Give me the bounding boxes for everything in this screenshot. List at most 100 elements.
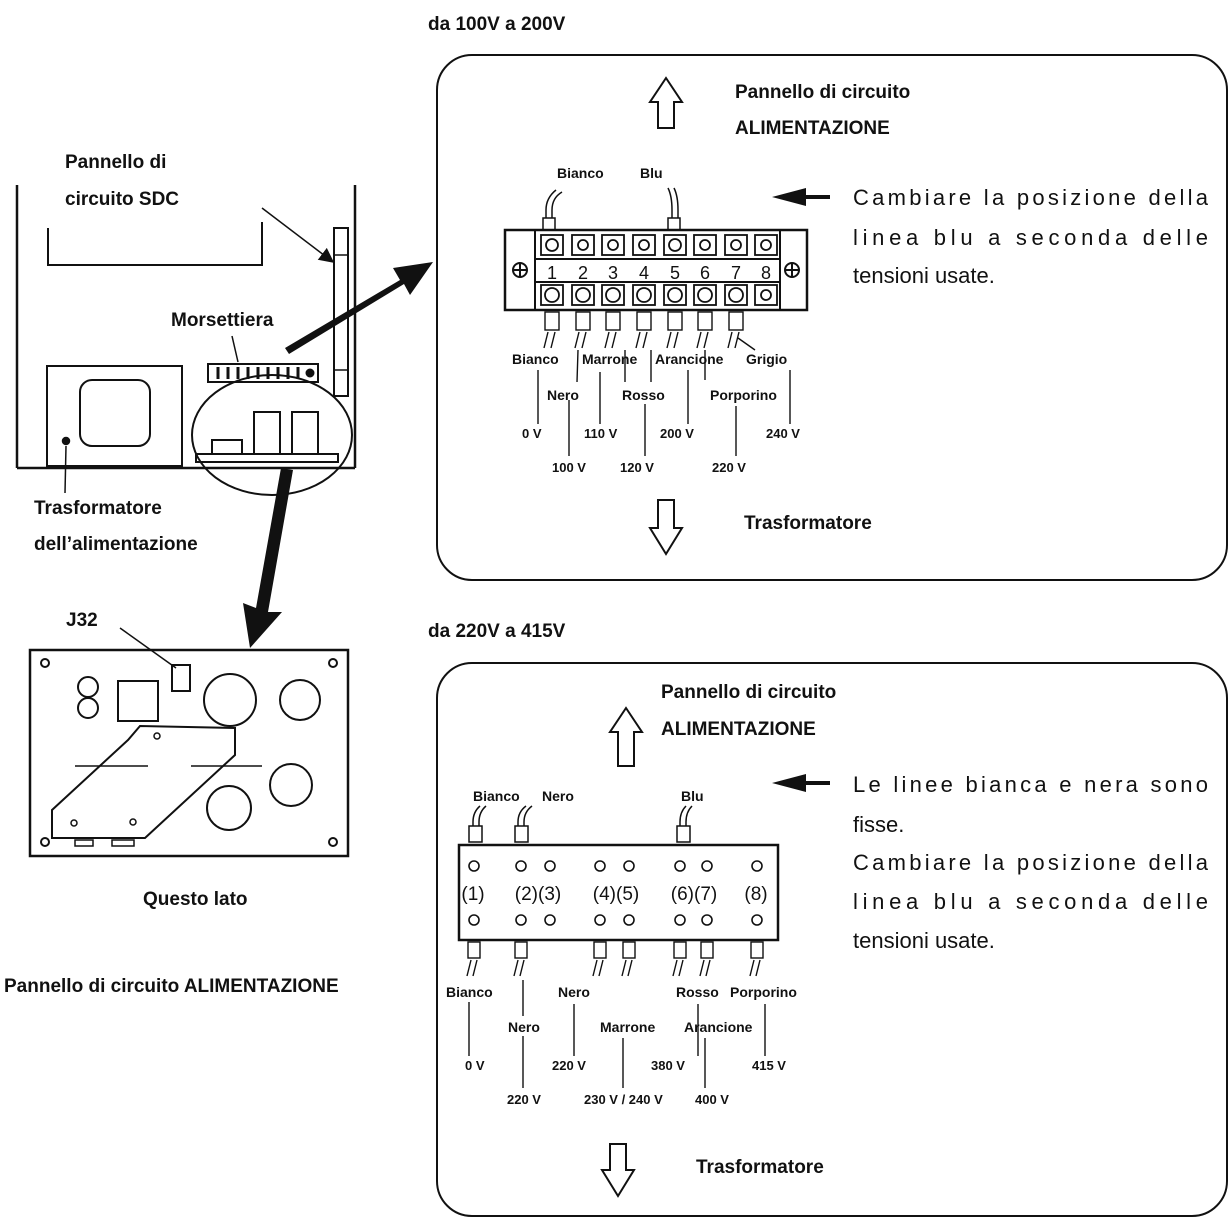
bottom-color-bianco: Bianco: [446, 984, 493, 1000]
power-board-detail: [28, 648, 350, 858]
top-color-grigio: Grigio: [746, 351, 787, 367]
bottom-num-8: (8): [744, 884, 767, 905]
top-num-6: 6: [700, 263, 710, 283]
top-panel-heading: da 100V a 200V: [428, 14, 566, 35]
transformer-label-2: dell’alimentazione: [34, 534, 198, 555]
top-note-line1: Cambiare la posizione della: [853, 185, 1209, 210]
bottom-outgoing-wires: [466, 941, 766, 1088]
bottom-color-porporino: Porporino: [730, 984, 797, 1000]
sdc-leader-line: [261, 207, 335, 263]
terminal-block-label: Morsettiera: [171, 310, 274, 331]
bottom-top-wire-blu: Blu: [681, 788, 704, 804]
bottom-color-marrone: Marrone: [600, 1019, 655, 1035]
top-num-1: 1: [547, 263, 557, 283]
bottom-board-line2: ALIMENTAZIONE: [661, 719, 816, 740]
bottom-terminal-block: [457, 843, 780, 942]
bottom-color-rosso: Rosso: [676, 984, 719, 1000]
power-board-caption: Pannello di circuito ALIMENTAZIONE: [4, 976, 339, 997]
top-volt-200: 200 V: [660, 426, 694, 441]
this-side-label: Questo lato: [143, 889, 248, 910]
bottom-panel-frame: [436, 662, 1228, 1217]
bottom-note-line5: tensioni usate.: [853, 928, 995, 953]
bottom-top-wire-nero: Nero: [542, 788, 574, 804]
top-note-arrow: [772, 188, 830, 206]
top-board-line2: ALIMENTAZIONE: [735, 118, 890, 139]
top-note-line2: linea blu a seconda delle: [853, 225, 1208, 250]
arrow-to-top-panel: [285, 262, 433, 354]
top-wire-bianco: Bianco: [557, 165, 604, 181]
top-num-7: 7: [731, 263, 741, 283]
top-note-line3: tensioni usate.: [853, 263, 995, 288]
sdc-label-2: circuito SDC: [65, 189, 179, 210]
top-board-line1: Pannello di circuito: [735, 82, 910, 103]
bottom-incoming-wires: [468, 805, 693, 843]
top-color-marrone: Marrone: [582, 351, 637, 367]
bottom-terminal-numbers: (1) (2)(3) (4)(5) (6)(7) (8): [461, 884, 767, 905]
bottom-volt-230-240: 230 V / 240 V: [584, 1092, 663, 1107]
transformer-label-1: Trasformatore: [34, 498, 162, 519]
top-terminal-screws: [540, 234, 778, 306]
j32-label: J32: [66, 610, 98, 631]
sdc-label-1: Pannello di: [65, 152, 166, 173]
terminal-strip-ticks: [216, 367, 315, 379]
top-incoming-wires: [542, 187, 681, 233]
top-volt-0: 0 V: [522, 426, 542, 441]
top-color-nero: Nero: [547, 387, 579, 403]
top-wire-labels: Bianco Nero Marrone Rosso Arancione Porp…: [512, 351, 800, 475]
bottom-top-wire-bianco: Bianco: [473, 788, 520, 804]
bottom-note-arrow: [772, 774, 830, 792]
top-volt-220: 220 V: [712, 460, 746, 475]
bottom-down-arrow: [600, 1143, 636, 1198]
top-color-arancione: Arancione: [655, 351, 724, 367]
top-num-2: 2: [578, 263, 588, 283]
top-volt-100: 100 V: [552, 460, 586, 475]
bottom-panel-heading: da 220V a 415V: [428, 621, 566, 642]
bottom-wire-labels: Bianco Nero Nero Marrone Rosso Arancione…: [446, 984, 797, 1107]
bottom-note-line4: linea blu a seconda delle: [853, 889, 1208, 914]
top-num-4: 4: [639, 263, 649, 283]
bottom-volt-415: 415 V: [752, 1058, 786, 1073]
top-down-arrow: [648, 499, 684, 556]
bottom-num-4-5: (4)(5): [593, 884, 639, 905]
arrow-to-power-board: [243, 468, 293, 648]
top-color-porporino: Porporino: [710, 387, 777, 403]
bottom-note-line3: Cambiare la posizione della: [853, 850, 1209, 875]
top-up-arrow: [648, 76, 684, 129]
top-wire-blu: Blu: [640, 165, 663, 181]
top-transformer-label: Trasformatore: [744, 513, 872, 534]
bottom-note-line1: Le linee bianca e nera sono: [853, 772, 1208, 797]
top-terminal-numbers: 1 2 3 4 5 6 7 8: [547, 263, 771, 283]
bottom-color-nero-2: Nero: [558, 984, 590, 1000]
bottom-volt-220-a: 220 V: [507, 1092, 541, 1107]
bottom-transformer-label: Trasformatore: [696, 1157, 824, 1178]
transformer-leader: [64, 445, 67, 494]
bottom-terminal-screws: [468, 860, 763, 926]
top-panel-frame: [436, 54, 1228, 581]
top-num-5: 5: [670, 263, 680, 283]
bottom-volt-380: 380 V: [651, 1058, 685, 1073]
top-num-8: 8: [761, 263, 771, 283]
top-outgoing-wires: [537, 311, 791, 456]
power-board-zoom-ellipse: [191, 374, 353, 496]
top-num-3: 3: [608, 263, 618, 283]
bottom-num-6-7: (6)(7): [671, 884, 717, 905]
bottom-note-line2: fisse.: [853, 812, 904, 837]
j32-leader: [119, 627, 177, 669]
bottom-volt-0: 0 V: [465, 1058, 485, 1073]
top-color-bianco: Bianco: [512, 351, 559, 367]
top-volt-110: 110 V: [584, 426, 618, 441]
top-terminal-block: [503, 228, 809, 312]
bottom-up-arrow: [608, 706, 644, 767]
bottom-board-line1: Pannello di circuito: [661, 682, 836, 703]
top-color-rosso: Rosso: [622, 387, 665, 403]
bottom-color-arancione: Arancione: [684, 1019, 753, 1035]
bottom-color-nero-1: Nero: [508, 1019, 540, 1035]
bottom-num-1: (1): [461, 884, 484, 905]
top-volt-120: 120 V: [620, 460, 654, 475]
bottom-volt-400: 400 V: [695, 1092, 729, 1107]
morsettiera-leader: [231, 335, 239, 363]
bottom-volt-220-b: 220 V: [552, 1058, 586, 1073]
bottom-num-2-3: (2)(3): [515, 884, 561, 905]
top-volt-240: 240 V: [766, 426, 800, 441]
